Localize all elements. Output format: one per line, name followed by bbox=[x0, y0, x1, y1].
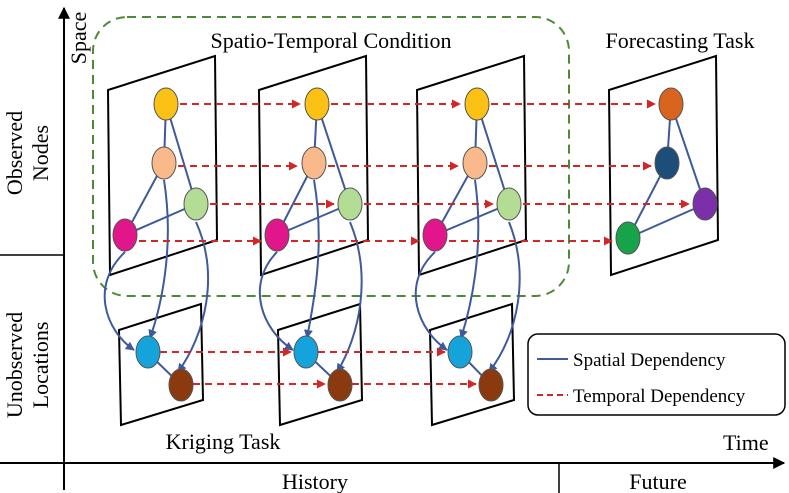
node-green bbox=[183, 187, 209, 221]
node-navy bbox=[654, 146, 680, 180]
legend-temporal-label: Temporal Dependency bbox=[573, 386, 746, 407]
column-label-future: Future bbox=[629, 469, 686, 493]
kriging-title: Kriging Task bbox=[166, 429, 281, 454]
row-label-unobserved-1: Unobserved bbox=[2, 312, 27, 418]
space-axis-label: Space bbox=[66, 12, 91, 65]
node-peach bbox=[462, 146, 488, 180]
node-brown bbox=[478, 368, 504, 402]
legend-box bbox=[527, 333, 786, 416]
row-label-observed-2: Nodes bbox=[28, 125, 53, 181]
node-cyan bbox=[135, 335, 161, 369]
node-green bbox=[496, 187, 522, 221]
node-cyan bbox=[447, 335, 473, 369]
row-label-observed-1: Observed bbox=[2, 111, 27, 195]
node-purple bbox=[692, 187, 718, 221]
time-axis-label: Time bbox=[723, 430, 769, 455]
node-yellow bbox=[153, 87, 179, 121]
node-brown bbox=[327, 368, 353, 402]
unobserved-nodes bbox=[135, 335, 504, 402]
temporal-edges bbox=[139, 99, 690, 389]
node-yellow bbox=[464, 87, 490, 121]
node-cyan bbox=[293, 335, 319, 369]
node-peach bbox=[301, 146, 327, 180]
legend-spatial-label: Spatial Dependency bbox=[573, 350, 726, 371]
observed-nodes-t3 bbox=[422, 87, 522, 252]
node-peach bbox=[151, 146, 177, 180]
row-label-unobserved-2: Locations bbox=[28, 322, 53, 409]
column-label-history: History bbox=[282, 469, 348, 493]
observed-nodes-t2 bbox=[264, 87, 363, 252]
node-magenta bbox=[422, 218, 448, 252]
node-orange bbox=[658, 87, 684, 121]
node-green bbox=[337, 187, 363, 221]
unobserved-frame-t2 bbox=[276, 302, 364, 427]
node-brown bbox=[168, 368, 194, 402]
node-magenta bbox=[112, 218, 138, 252]
node-emerald bbox=[615, 221, 641, 255]
node-magenta bbox=[264, 218, 290, 252]
node-yellow bbox=[304, 87, 330, 121]
legend: Spatial Dependency Temporal Dependency bbox=[527, 333, 786, 416]
observed-nodes-t1 bbox=[112, 87, 209, 252]
forecast-nodes bbox=[615, 87, 718, 255]
condition-region bbox=[92, 16, 570, 297]
condition-title: Spatio-Temporal Condition bbox=[210, 28, 451, 53]
forecast-title: Forecasting Task bbox=[606, 28, 755, 53]
